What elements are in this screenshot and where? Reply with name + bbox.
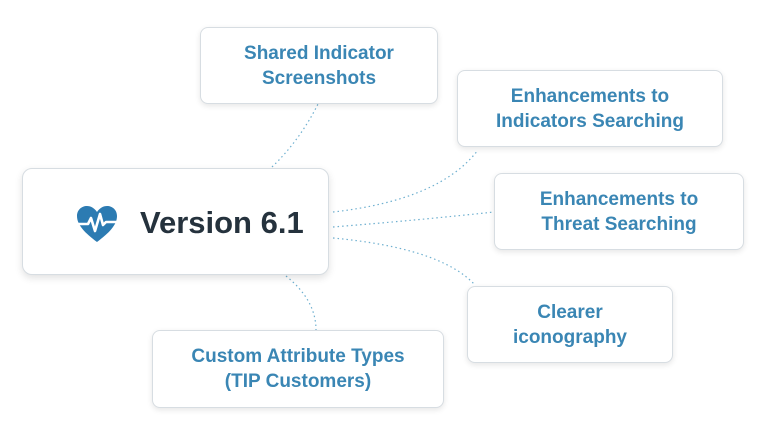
node-shared-indicator-screenshots[interactable]: Shared Indicator Screenshots [200, 27, 438, 104]
connector-clearer-iconography [332, 237, 475, 285]
node-label: Shared Indicator Screenshots [244, 42, 394, 89]
node-label: Custom Attribute Types (TIP Customers) [191, 346, 405, 392]
connector-indicators-searching [332, 149, 479, 213]
node-enhancements-indicators-searching[interactable]: Enhancements to Indicators Searching [457, 70, 723, 147]
central-node[interactable]: Version 6.1 [22, 168, 329, 275]
node-custom-attribute-types[interactable]: Custom Attribute Types (TIP Customers) [152, 330, 444, 408]
node-enhancements-threat-searching[interactable]: Enhancements to Threat Searching [494, 173, 744, 250]
node-label: Clearer iconography [512, 301, 627, 348]
connector-threat-searching [332, 211, 495, 228]
node-label: Enhancements to Indicators Searching [496, 85, 684, 132]
node-label: Enhancements to Threat Searching [539, 188, 699, 235]
node-clearer-iconography[interactable]: Clearer iconography [467, 286, 673, 363]
connector-custom-attribute-types [285, 275, 317, 331]
heart-pulse-icon [76, 206, 118, 242]
version-title: Version 6.1 [140, 205, 304, 240]
connector-shared-indicator-screenshots [271, 103, 319, 168]
